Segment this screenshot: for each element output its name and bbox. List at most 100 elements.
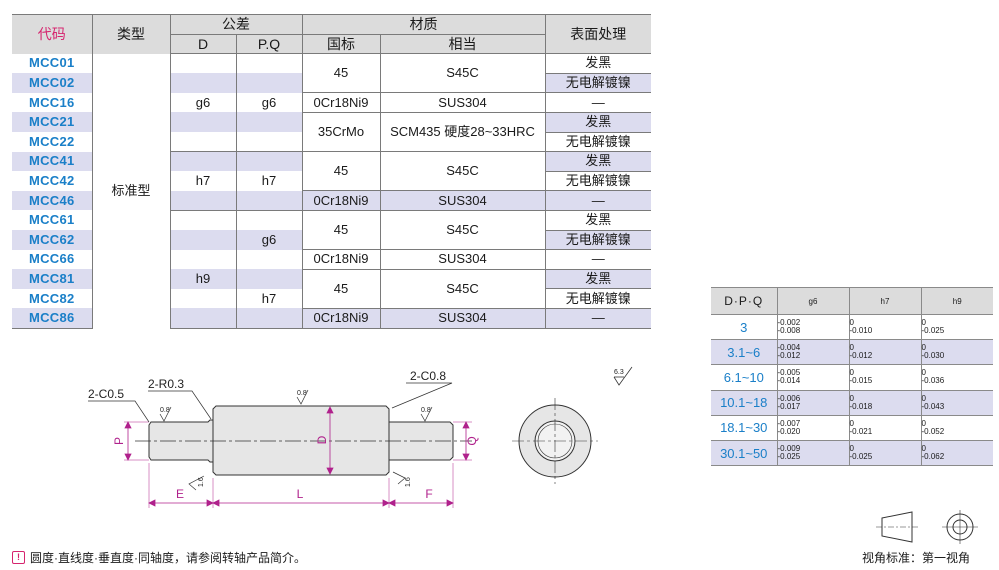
roughness-label: 0.8 xyxy=(160,407,170,414)
tol-row: 6.1~10 -0.005-0.014 0-0.015 0-0.036 xyxy=(711,364,993,391)
tol-pq-cell: g6 xyxy=(235,92,302,113)
tol-pq-spacer xyxy=(235,308,302,329)
tol-pq-spacer xyxy=(235,190,302,211)
tol-pq-spacer xyxy=(235,249,302,270)
code-cell: MCC02 xyxy=(12,73,92,93)
tol-row: 3 -0.002-0.008 0-0.010 0-0.025 xyxy=(711,314,993,341)
chamfer-right-label: 2-C0.8 xyxy=(410,369,446,383)
tol-d-spacer xyxy=(169,132,236,152)
tol-value: 0-0.018 xyxy=(848,390,921,416)
dim-d-label: D xyxy=(315,435,329,444)
note: ! 圆度·直线度·垂直度·同轴度，请参阅转轴产品简介。 xyxy=(12,549,306,566)
table-row: MCC22 无电解镀镍 xyxy=(12,131,651,152)
tol-d-spacer xyxy=(169,190,236,211)
surface-cell: 无电解镀镍 xyxy=(544,229,651,250)
code-cell: MCC42 xyxy=(12,171,92,191)
shaft-end-view xyxy=(512,398,598,484)
table-row: MCC66 0Cr18Ni9 SUS304 — xyxy=(12,249,651,270)
roughness-general-label: 6.3 xyxy=(614,369,624,376)
code-cell: MCC82 xyxy=(12,288,92,309)
table-row: MCC86 0Cr18Ni9 SUS304 — xyxy=(12,307,651,329)
mat-gb-cell: 0Cr18Ni9 xyxy=(301,190,380,211)
tol-row: 18.1~30 -0.007-0.020 0-0.021 0-0.052 xyxy=(711,415,993,441)
tol-pq-spacer xyxy=(235,73,302,93)
tol-d-spacer xyxy=(169,53,236,74)
tol-d-spacer xyxy=(169,249,236,270)
chamfer-left-label: 2-C0.5 xyxy=(88,387,124,401)
code-cell: MCC66 xyxy=(12,249,92,270)
projection-label: 视角标准：第一视角 xyxy=(862,551,971,565)
header-mat-gb: 国标 xyxy=(301,33,380,55)
tol-range: 30.1~50 xyxy=(711,440,777,467)
table-row: MCC62 g6 无电解镀镍 xyxy=(12,229,651,250)
tol-value: -0.007-0.020 xyxy=(776,415,849,441)
tol-header-range: D·P·Q xyxy=(711,287,777,315)
code-cell: MCC46 xyxy=(12,190,92,211)
tol-d-spacer xyxy=(169,112,236,133)
tol-header-h9: h9 xyxy=(920,287,993,315)
tol-value: -0.002-0.008 xyxy=(776,314,849,341)
surface-cell: 发黑 xyxy=(544,111,651,133)
tol-value: -0.004-0.012 xyxy=(776,339,849,366)
mat-eq-cell: SUS304 xyxy=(379,190,545,211)
tol-header-g6: g6 xyxy=(776,287,849,315)
header-tolerance: 公差 xyxy=(169,14,302,35)
mat-gb-cell: 0Cr18Ni9 xyxy=(301,249,380,270)
tol-value: 0-0.025 xyxy=(920,314,993,341)
surface-cell: 发黑 xyxy=(544,268,651,289)
dim-e-label: E xyxy=(176,487,184,501)
dim-p-label: P xyxy=(112,437,126,445)
mat-eq-cell: S45C xyxy=(379,53,545,93)
tol-value: 0-0.015 xyxy=(848,364,921,391)
table-row: MCC61 45 S45C 发黑 xyxy=(12,209,651,250)
shaft-drawing: D P Q E L F 2-C0.5 2-R0.3 2-C0.8 0.8 0.8… xyxy=(88,369,479,508)
header-type: 类型 xyxy=(91,13,170,54)
tol-value: 0-0.010 xyxy=(848,314,921,341)
surface-cell: 无电解镀镍 xyxy=(544,288,651,309)
shaft-main-body xyxy=(212,405,390,476)
mat-gb-cell: 0Cr18Ni9 xyxy=(301,307,380,329)
tol-value: -0.009-0.025 xyxy=(776,440,849,467)
table-row: MCC21 35CrMo SCM435 硬度28~33HRC 发黑 xyxy=(12,111,651,152)
tol-d-cell: h9 xyxy=(169,269,236,289)
tol-range: 3 xyxy=(711,314,777,341)
note-text: 圆度·直线度·垂直度·同轴度，请参阅转轴产品简介。 xyxy=(30,551,306,565)
code-cell: MCC86 xyxy=(12,308,92,329)
tol-value: 0-0.036 xyxy=(920,364,993,391)
roughness-label: 1.6 xyxy=(198,477,205,487)
surface-cell: 发黑 xyxy=(544,209,651,231)
header-tol-d: D xyxy=(169,33,236,55)
tol-pq-cell: g6 xyxy=(235,230,302,250)
tol-pq-spacer xyxy=(235,112,302,133)
mat-eq-cell: SUS304 xyxy=(379,307,545,329)
tol-d-spacer xyxy=(169,151,236,172)
header-tol-pq: P.Q xyxy=(235,33,302,55)
surface-cell: 发黑 xyxy=(544,53,651,74)
header-mat-eq: 相当 xyxy=(379,33,545,55)
tol-d-spacer xyxy=(169,73,236,93)
tol-row: 30.1~50 -0.009-0.025 0-0.025 0-0.062 xyxy=(711,440,993,467)
header-code: 代码 xyxy=(12,13,92,54)
tol-d-spacer xyxy=(169,230,236,250)
tol-range: 18.1~30 xyxy=(711,415,777,441)
first-angle-projection-icon xyxy=(876,510,978,544)
dim-q-label: Q xyxy=(465,436,479,445)
table-row: MCC46 0Cr18Ni9 SUS304 — xyxy=(12,190,651,211)
mat-gb-cell: 35CrMo xyxy=(301,111,380,152)
surface-cell: 无电解镀镍 xyxy=(544,131,651,152)
mat-eq-cell: SUS304 xyxy=(379,92,545,113)
roughness-label: 0.8 xyxy=(421,407,431,414)
table-row: MCC82 h7 无电解镀镍 xyxy=(12,288,651,309)
surface-cell: 发黑 xyxy=(544,151,651,172)
code-cell: MCC41 xyxy=(12,151,92,172)
tol-pq-spacer xyxy=(235,269,302,289)
dim-f-label: F xyxy=(425,487,432,501)
mat-gb-cell: 45 xyxy=(301,151,380,191)
tol-range: 3.1~6 xyxy=(711,339,777,366)
tol-value: 0-0.012 xyxy=(848,339,921,366)
tol-value: 0-0.030 xyxy=(920,339,993,366)
table-row: MCC16 g6 g6 0Cr18Ni9 SUS304 — xyxy=(12,92,651,113)
surface-cell: 无电解镀镍 xyxy=(544,72,651,93)
tol-d-spacer xyxy=(169,288,236,309)
tol-value: 0-0.062 xyxy=(920,440,993,467)
